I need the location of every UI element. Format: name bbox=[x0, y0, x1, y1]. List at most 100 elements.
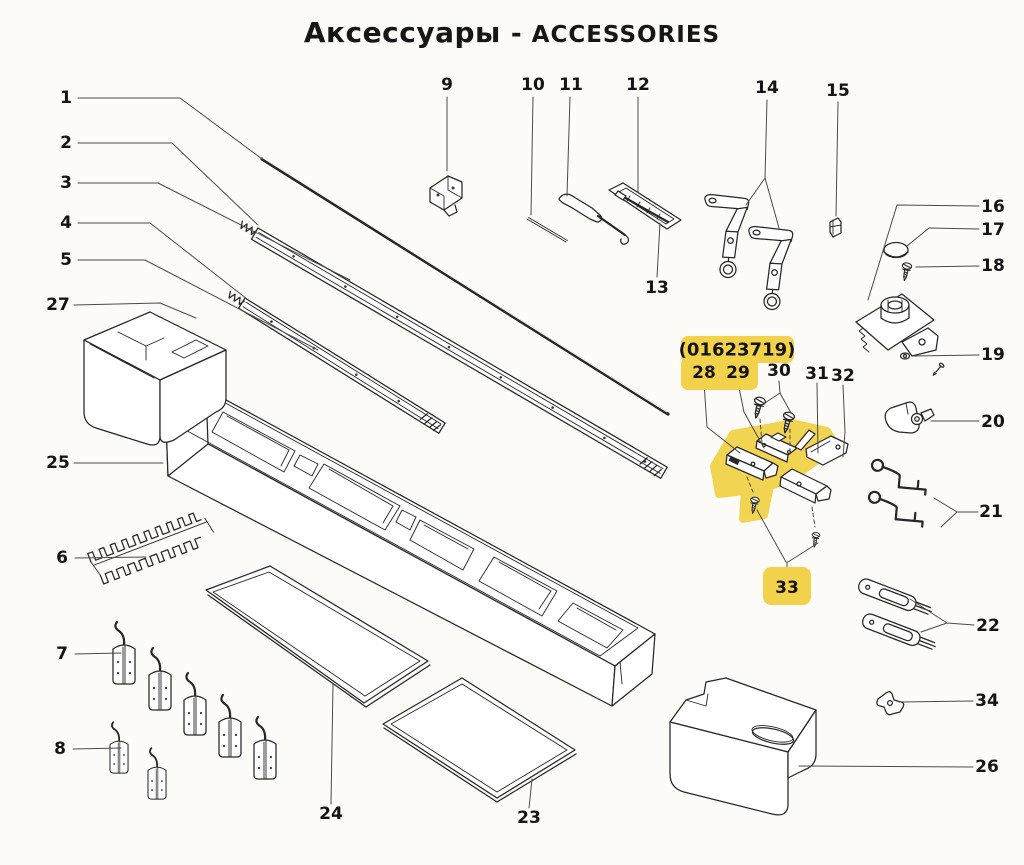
part-28-32-assembly bbox=[725, 395, 849, 549]
part-4-5-rail bbox=[228, 290, 446, 434]
callout-27: 27 bbox=[46, 295, 70, 315]
part-code-label: (01623719) bbox=[678, 339, 796, 361]
leader-7 bbox=[74, 652, 122, 655]
part-10-rod bbox=[526, 217, 568, 243]
leader-16 bbox=[867, 204, 980, 301]
callout-24: 24 bbox=[319, 804, 343, 824]
callout-10: 10 bbox=[521, 75, 545, 95]
leader-34 bbox=[898, 700, 974, 703]
leader-18 bbox=[915, 265, 980, 268]
leader-28 bbox=[703, 382, 741, 454]
callout-12: 12 bbox=[626, 75, 650, 95]
part-2-3-rail bbox=[240, 220, 668, 479]
leader-8 bbox=[72, 747, 122, 750]
callout-15: 15 bbox=[826, 81, 850, 101]
highlight-box-33 bbox=[763, 567, 811, 605]
leader-30 bbox=[764, 380, 792, 414]
callout-8: 8 bbox=[54, 739, 66, 759]
callout-29: 29 bbox=[726, 363, 750, 383]
part-26-cover bbox=[669, 677, 817, 816]
title-dash: - bbox=[510, 19, 522, 49]
callout-16: 16 bbox=[981, 197, 1005, 217]
callout-33: 33 bbox=[775, 578, 799, 598]
callout-6: 6 bbox=[56, 548, 68, 568]
title-russian: Аксессуары bbox=[303, 16, 501, 49]
part-12-13-slotted-plate bbox=[608, 182, 682, 230]
part-17-cap bbox=[883, 241, 909, 259]
leader-19 bbox=[912, 354, 980, 357]
callout-30: 30 bbox=[767, 361, 791, 381]
leader-10 bbox=[530, 96, 534, 216]
leader-4 bbox=[77, 222, 248, 300]
part-29-bracket bbox=[755, 429, 816, 463]
part-8-claw-weights bbox=[109, 721, 167, 800]
callout-7: 7 bbox=[56, 644, 68, 664]
part-31-plate bbox=[805, 435, 849, 466]
callout-14: 14 bbox=[755, 78, 779, 98]
callout-25: 25 bbox=[46, 453, 70, 473]
callout-28: 28 bbox=[692, 363, 716, 383]
part-14-clamps bbox=[700, 193, 794, 311]
part-27-cover bbox=[83, 311, 227, 446]
callout-19: 19 bbox=[981, 345, 1005, 365]
leader-14 bbox=[745, 99, 780, 229]
callout-3: 3 bbox=[60, 173, 72, 193]
callout-23: 23 bbox=[517, 808, 541, 828]
part-2-spring bbox=[240, 220, 258, 236]
part-1-rod bbox=[260, 157, 670, 416]
leader-29 bbox=[737, 382, 765, 449]
part-30-screw bbox=[749, 395, 767, 420]
part-6-comb bbox=[87, 512, 214, 585]
leader-26 bbox=[798, 765, 974, 768]
part-25-foam-tray bbox=[165, 388, 656, 707]
callout-11: 11 bbox=[559, 75, 583, 95]
part-18-screw bbox=[899, 261, 913, 282]
highlight-box-28-29 bbox=[681, 357, 758, 390]
callout-9: 9 bbox=[441, 75, 453, 95]
callout-31: 31 bbox=[805, 364, 829, 384]
leader-33 bbox=[756, 509, 819, 569]
callout-21: 21 bbox=[979, 502, 1003, 522]
leader-11 bbox=[566, 96, 571, 197]
callout-4: 4 bbox=[60, 213, 72, 233]
callout-22: 22 bbox=[976, 616, 1000, 636]
callout-26: 26 bbox=[975, 757, 999, 777]
highlight-box-code bbox=[681, 336, 794, 363]
callout-32: 32 bbox=[831, 366, 855, 386]
callout-5: 5 bbox=[60, 250, 72, 270]
part-9-bracket bbox=[429, 175, 463, 217]
page-title: Аксессуары-ACCESSORIES bbox=[0, 16, 1024, 49]
callout-13: 13 bbox=[645, 278, 669, 298]
part-24-sheet bbox=[205, 565, 431, 708]
part-11-latch-tool bbox=[558, 193, 629, 245]
part-4-spring bbox=[228, 290, 245, 306]
leader-5 bbox=[77, 259, 319, 351]
leader-17 bbox=[906, 227, 980, 247]
title-english: ACCESSORIES bbox=[531, 22, 721, 48]
leader-32 bbox=[842, 384, 846, 458]
callout-2: 2 bbox=[60, 133, 72, 153]
leader-15 bbox=[835, 101, 839, 217]
leader-23 bbox=[528, 778, 533, 809]
part-13-slider bbox=[620, 194, 670, 224]
callout-17: 17 bbox=[981, 220, 1005, 240]
part-34-clip bbox=[876, 691, 905, 716]
callout-18: 18 bbox=[981, 256, 1005, 276]
callout-34: 34 bbox=[975, 691, 999, 711]
part-20-latch bbox=[884, 401, 935, 434]
leader-27 bbox=[73, 302, 197, 319]
leader-3 bbox=[77, 182, 351, 281]
part-21-wire-hooks bbox=[865, 458, 929, 528]
callout-1: 1 bbox=[60, 88, 72, 108]
leader-21 bbox=[933, 497, 979, 528]
part-23-sheet bbox=[382, 677, 577, 803]
callout-20: 20 bbox=[981, 412, 1005, 432]
part-32-bracket bbox=[779, 468, 832, 504]
part-28-bracket bbox=[725, 446, 779, 481]
leader-2 bbox=[77, 142, 259, 226]
part-16-plate-assembly bbox=[855, 241, 945, 376]
part-19-washer bbox=[899, 352, 945, 376]
leader-31 bbox=[816, 382, 819, 454]
leader-22 bbox=[909, 598, 975, 633]
